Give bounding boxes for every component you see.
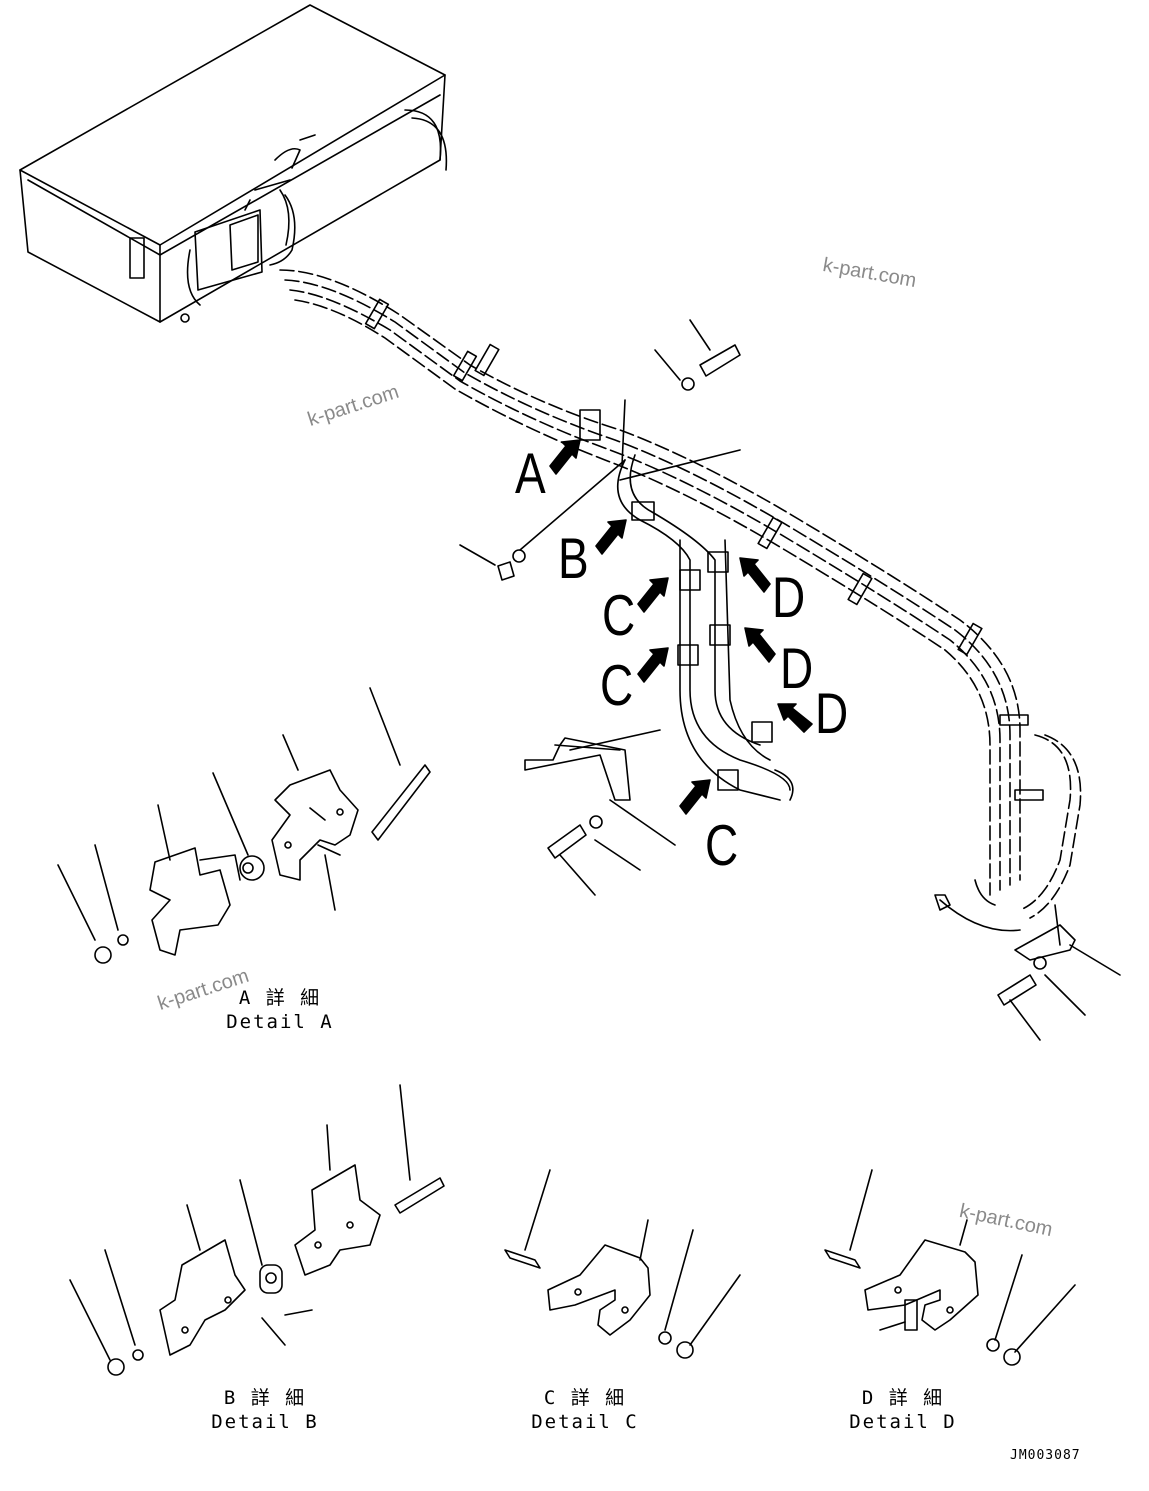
detail-c-jp: C 詳 細 <box>543 1387 627 1409</box>
drawing-code: JM003087 <box>1010 1448 1081 1463</box>
callout-c-3: C <box>705 812 739 878</box>
detail-c-en: Detail C <box>531 1411 639 1433</box>
center-bracket <box>524 729 676 896</box>
detail-d-drawing <box>824 1169 1076 1366</box>
detail-c-caption: C 詳 細 Detail C <box>520 1386 650 1434</box>
callout-b: B <box>558 525 589 591</box>
end-bracket <box>934 879 1121 1041</box>
detail-a-en: Detail A <box>226 1011 334 1033</box>
callout-d-3: D <box>815 680 849 746</box>
detail-b-drawing <box>69 1084 445 1376</box>
callout-arrows <box>549 439 813 815</box>
callout-c-2: C <box>600 652 634 718</box>
detail-b-caption: B 詳 細 Detail B <box>200 1386 330 1434</box>
callout-d-2: D <box>780 635 814 701</box>
battery-box <box>19 4 448 323</box>
fastener-set-a <box>459 319 741 581</box>
detail-d-en: Detail D <box>849 1411 957 1433</box>
main-clamps <box>364 298 1044 801</box>
branch-clips <box>579 409 794 801</box>
main-harness <box>279 269 1082 919</box>
callout-a: A <box>515 440 546 506</box>
detail-d-jp: D 詳 細 <box>861 1387 945 1409</box>
detail-a-caption: A 詳 細 Detail A <box>215 986 345 1034</box>
detail-d-caption: D 詳 細 Detail D <box>838 1386 968 1434</box>
callout-c-1: C <box>602 582 636 648</box>
detail-a-jp: A 詳 細 <box>238 987 322 1009</box>
detail-a-drawing <box>57 687 431 964</box>
detail-b-jp: B 詳 細 <box>223 1387 307 1409</box>
branch-harness <box>519 399 791 801</box>
detail-c-drawing <box>504 1169 741 1359</box>
callout-d-1: D <box>772 564 806 630</box>
detail-b-en: Detail B <box>211 1411 319 1433</box>
